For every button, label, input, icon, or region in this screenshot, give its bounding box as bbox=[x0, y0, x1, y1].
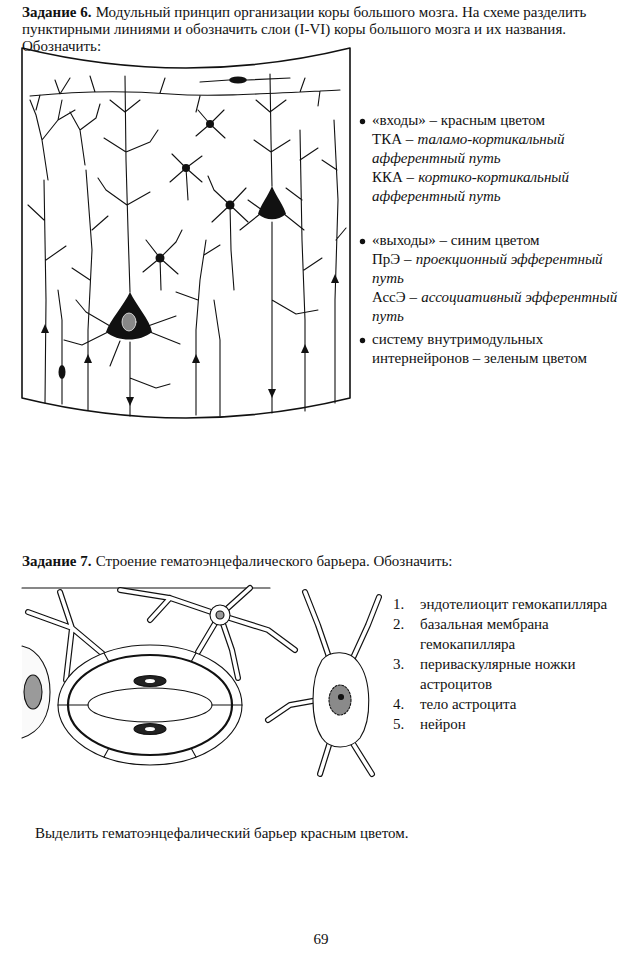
text-line-group: Задание 7. Строение гематоэнцефалического… bbox=[22, 552, 630, 570]
endothelial-nucleus bbox=[134, 676, 166, 687]
blood-brain-barrier bbox=[22, 588, 379, 774]
text-line-group: 3. периваскулярные ножки астроцитов bbox=[393, 654, 635, 694]
pyramidal-neuron-processes bbox=[240, 74, 318, 413]
text-block: «входы» – красным цветомТКА –таламо-корт… bbox=[358, 111, 620, 368]
text-line-group: Задание 6.Модульный принцип организации … bbox=[22, 4, 630, 55]
list-number: 1. bbox=[393, 594, 404, 614]
bullet bbox=[359, 118, 366, 125]
legend-term: тело астроцита bbox=[420, 696, 516, 712]
pyramidal-nucleus bbox=[122, 313, 136, 331]
text-block: 69 bbox=[296, 930, 346, 949]
arrowhead bbox=[192, 354, 200, 363]
section-edge bbox=[22, 587, 270, 588]
text-block: 1. эндотелиоцит гемокапилляра 2. базальная … bbox=[393, 594, 635, 734]
bullet-dot bbox=[360, 338, 365, 343]
text-line-group: 2. базальная мембрана гемокапилляра bbox=[393, 614, 635, 654]
instruction-item: систему внутримодульных интернейронов – … bbox=[372, 331, 587, 366]
legend-term: базальная мембрана гемокапилляра bbox=[420, 616, 549, 652]
bullet-dot bbox=[360, 119, 365, 124]
text-line-group: 5. нейрон bbox=[393, 714, 635, 734]
text-line-group: 1. эндотелиоцит гемокапилляра bbox=[393, 594, 635, 614]
small-neuron-processes bbox=[58, 78, 290, 404]
arrowhead bbox=[268, 389, 276, 398]
list-number: 4. bbox=[393, 694, 404, 714]
task-text: Модульный принцип организации коры больш… bbox=[22, 4, 586, 54]
legend-term: нейрон bbox=[420, 716, 466, 732]
task-number: Задание 6. bbox=[22, 4, 91, 20]
page-number: 69 bbox=[314, 931, 329, 947]
neuron-processes bbox=[268, 592, 379, 774]
text-line-group: «входы» – красным цветом bbox=[358, 111, 620, 130]
stellate-soma bbox=[226, 201, 235, 210]
cortex-outline bbox=[22, 48, 350, 418]
astrocyte-body bbox=[210, 605, 230, 625]
capillary-lumen bbox=[88, 688, 212, 722]
legend-term: периваскулярные ножки астроцитов bbox=[420, 656, 576, 692]
nucleolus bbox=[339, 695, 344, 700]
arrowhead bbox=[331, 274, 339, 283]
stellate-soma bbox=[206, 120, 214, 128]
endothelial-nucleus bbox=[134, 724, 166, 735]
text-line-group: ТКА –таламо-кортикальный афферентный пут… bbox=[358, 130, 620, 168]
dendritic-twigs bbox=[30, 100, 100, 180]
cortex-module bbox=[22, 48, 350, 418]
stellate-processes bbox=[143, 110, 248, 290]
instruction-item: «входы» – красным цветом bbox=[372, 112, 545, 128]
task-number: Задание 7. bbox=[22, 553, 91, 569]
end-feet-borders bbox=[58, 653, 242, 757]
perivascular-end-feet bbox=[58, 645, 242, 765]
pyramidal-soma bbox=[258, 186, 286, 219]
list-number: 5. bbox=[393, 714, 404, 734]
instruction-item: «выходы» – синим цветом bbox=[372, 232, 540, 248]
text-block: Задание 6.Модульный принцип организации … bbox=[22, 4, 630, 55]
horizontal-cell bbox=[229, 77, 247, 84]
small-soma bbox=[59, 365, 66, 379]
neuron-body bbox=[313, 653, 369, 747]
basal-membrane bbox=[68, 655, 232, 755]
task-text: Выделить гематоэнцефалический барьер кра… bbox=[35, 825, 409, 841]
text-line-group: ККА –кортико-кортикальный афферентный пу… bbox=[358, 168, 620, 206]
neuron-nucleus bbox=[329, 685, 351, 715]
abbreviation: ТКА – bbox=[372, 131, 413, 147]
nucleus-spot bbox=[145, 679, 155, 683]
arrowhead bbox=[41, 324, 49, 333]
list-number: 2. bbox=[393, 614, 404, 634]
bullet-dot bbox=[360, 239, 365, 244]
list-number: 3. bbox=[393, 654, 404, 674]
endothelial-junction bbox=[68, 704, 232, 705]
pyramidal-soma bbox=[106, 292, 152, 340]
text-block: Выделить гематоэнцефалический барьер кра… bbox=[35, 824, 615, 843]
arrowhead bbox=[84, 354, 92, 363]
astrocyte-nucleus bbox=[216, 611, 224, 619]
neighbour-cell bbox=[22, 646, 50, 738]
text-block: Задание 7. Строение гематоэнцефалического… bbox=[22, 552, 630, 570]
afferent-fibers bbox=[28, 120, 346, 416]
pyramidal-neuron-processes bbox=[64, 76, 180, 416]
stellate-soma bbox=[156, 254, 165, 263]
task-text: Строение гематоэнцефалического барьера. … bbox=[96, 553, 453, 569]
stellate-soma bbox=[182, 164, 190, 172]
neuron-processes bbox=[268, 592, 379, 774]
text-line-group: АссЭ –ассоциативный эфферентный путь bbox=[358, 288, 620, 326]
cell-bodies bbox=[41, 77, 339, 407]
neighbour-nucleus bbox=[24, 675, 42, 709]
abbreviation: ККА – bbox=[372, 169, 414, 185]
text-line-group: Выделить гематоэнцефалический барьер кра… bbox=[35, 824, 615, 843]
arrowhead bbox=[301, 344, 309, 353]
legend-term: эндотелиоцит гемокапилляра bbox=[420, 596, 607, 612]
bullet bbox=[359, 337, 366, 344]
text-line-group: ПрЭ –проекционный эфферентный путь bbox=[358, 250, 620, 288]
nucleus-spot bbox=[145, 727, 155, 731]
bullet bbox=[359, 238, 366, 245]
abbreviation: ПрЭ – bbox=[372, 251, 412, 267]
layer-one-fibers bbox=[30, 76, 340, 112]
abbreviation: АссЭ – bbox=[372, 289, 417, 305]
text-line-group: систему внутримодульных интернейронов – … bbox=[358, 330, 620, 368]
text-line-group: «выходы» – синим цветом bbox=[358, 231, 620, 250]
text-line-group: 4. тело астроцита bbox=[393, 694, 635, 714]
arrowhead bbox=[126, 397, 134, 406]
text-line-group: 69 bbox=[296, 930, 346, 949]
